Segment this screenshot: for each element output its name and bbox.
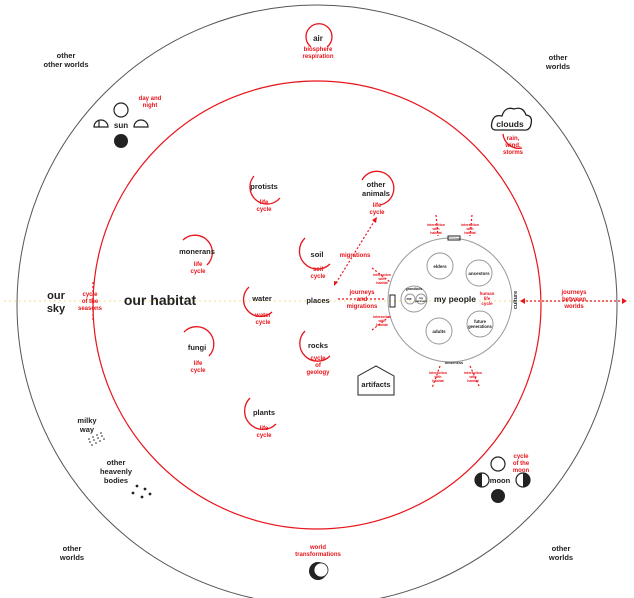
svg-text:fungi: fungi bbox=[188, 343, 206, 352]
moon-label: moon bbox=[490, 476, 511, 485]
partners-node bbox=[415, 293, 427, 305]
future-node bbox=[466, 310, 494, 338]
adults-label: adults bbox=[432, 329, 446, 334]
habitat-circle bbox=[92, 80, 542, 530]
my-people-circle bbox=[387, 237, 513, 363]
elders-node bbox=[426, 252, 454, 280]
stars-icon bbox=[88, 432, 105, 446]
adults-node bbox=[425, 317, 453, 345]
clouds-sub: rain,wind,storms bbox=[503, 136, 524, 156]
ancestors-node bbox=[465, 259, 493, 287]
svg-text:plants: plants bbox=[253, 408, 275, 417]
air-label: air bbox=[313, 34, 323, 43]
ancestors-label: ancestors bbox=[468, 271, 490, 276]
house-icon bbox=[357, 365, 395, 396]
grandkids-label: grandkids bbox=[406, 287, 423, 291]
interaction-arrows bbox=[371, 214, 481, 389]
svg-text:water: water bbox=[251, 294, 272, 303]
clouds-label: clouds bbox=[496, 119, 524, 129]
self-circle bbox=[400, 285, 428, 313]
cloud-icon bbox=[490, 107, 533, 131]
moon-phases-icon bbox=[474, 456, 531, 503]
clouds-cycle-arc bbox=[502, 133, 523, 149]
svg-text:monerans: monerans bbox=[179, 247, 215, 256]
migrations-arrow bbox=[335, 219, 376, 284]
places-label: places bbox=[306, 296, 329, 305]
migrations-label: migrations bbox=[340, 253, 371, 259]
me-node bbox=[404, 293, 416, 305]
svg-text:rocks: rocks bbox=[308, 341, 328, 350]
svg-text:protists: protists bbox=[250, 182, 278, 191]
birth-bracket bbox=[447, 235, 461, 241]
our-habitat-title: our habitat bbox=[124, 292, 197, 308]
artifacts-label: artifacts bbox=[361, 380, 390, 389]
sun-phases-icon bbox=[93, 102, 149, 148]
culture-label: culture bbox=[513, 291, 519, 309]
heavenly-dots-icon bbox=[131, 484, 152, 499]
otherness-label: otherness bbox=[445, 361, 463, 365]
air-cycle-arc bbox=[305, 23, 333, 48]
kin-bracket bbox=[389, 294, 396, 308]
sun-label: sun bbox=[114, 121, 128, 130]
my-people-label: my people bbox=[434, 294, 476, 304]
me-label: me bbox=[406, 297, 411, 301]
world-transform-icon bbox=[309, 562, 329, 580]
elders-label: elders bbox=[433, 264, 447, 269]
outer-world-circle bbox=[16, 4, 618, 598]
svg-text:soil: soil bbox=[311, 250, 324, 259]
